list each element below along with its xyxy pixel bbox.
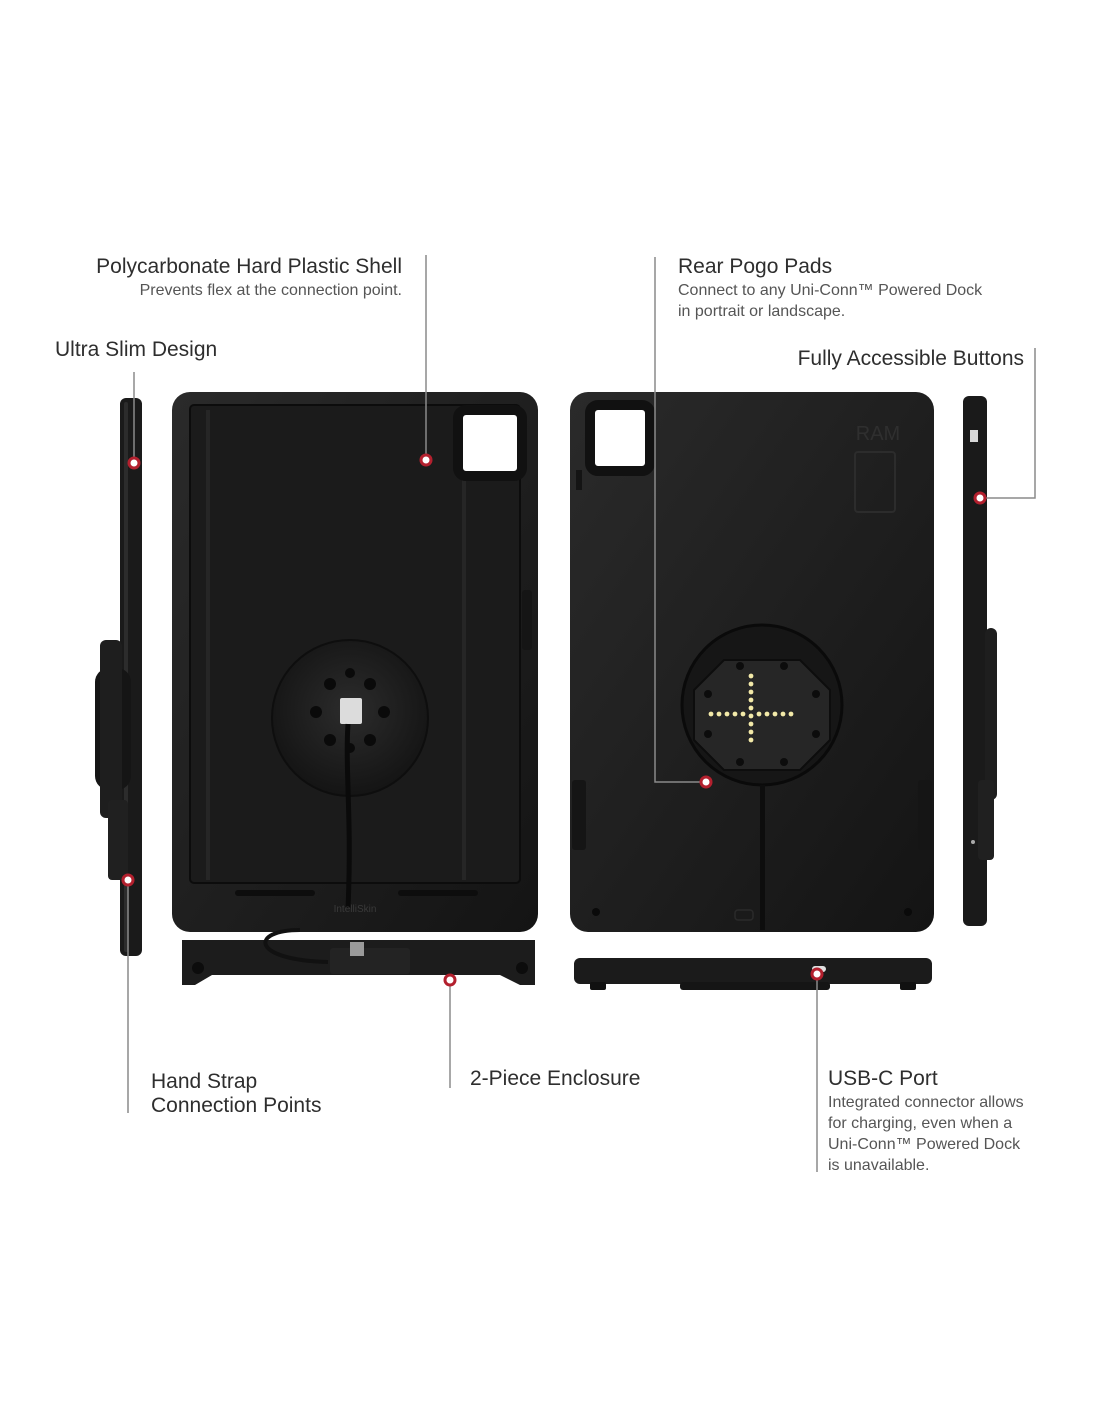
mount-screw-pattern: [310, 668, 390, 753]
strap-callout-title-line2: Connection Points: [151, 1094, 322, 1117]
marker-usbc: [810, 967, 824, 981]
callout-leader-lines: [127, 255, 1036, 1172]
pogo-octagon-plate: [693, 659, 831, 771]
buttons-callout-title: Fully Accessible Buttons: [797, 347, 1024, 370]
marker-shell: [419, 453, 433, 467]
usbc-callout-title: USB-C Port: [828, 1067, 938, 1090]
enclosure-callout-title: 2-Piece Enclosure: [470, 1067, 641, 1090]
usbc-callout-desc-line4: is unavailable.: [828, 1157, 930, 1174]
marker-slim: [127, 456, 141, 470]
marker-enclosure: [443, 973, 457, 987]
brand-logo-text: RAM: [856, 423, 900, 445]
marker-buttons: [973, 491, 987, 505]
case-bottom-piece: [182, 928, 535, 985]
case-bottom-edge-usbc: [574, 958, 932, 990]
usbc-callout-desc-line3: Uni-Conn™ Powered Dock: [828, 1136, 1021, 1153]
case-front-shell: IntelliSkin: [172, 392, 538, 932]
shell-callout-title: Polycarbonate Hard Plastic Shell: [96, 255, 402, 278]
pogo-pads-cross: [708, 673, 794, 743]
marker-strap: [121, 873, 135, 887]
case-side-profile-right: [963, 396, 997, 926]
strap-label-text: IntelliSkin: [334, 904, 377, 915]
usbc-callout-desc-line1: Integrated connector allows: [828, 1094, 1024, 1111]
callout-markers: [121, 453, 987, 987]
pogo-callout-desc-line2: in portrait or landscape.: [678, 303, 846, 320]
case-side-profile-left: [95, 398, 142, 956]
case-back-view: RAM: [570, 392, 934, 932]
shell-callout-desc: Prevents flex at the connection point.: [139, 282, 402, 299]
strap-callout-title-line1: Hand Strap: [151, 1070, 258, 1093]
slim-callout-title: Ultra Slim Design: [55, 338, 218, 361]
marker-pogo: [699, 775, 713, 789]
usbc-callout-desc-line2: for charging, even when a: [828, 1115, 1013, 1132]
pogo-callout-desc-line1: Connect to any Uni-Conn™ Powered Dock: [678, 282, 983, 299]
pogo-callout-title: Rear Pogo Pads: [678, 255, 833, 278]
